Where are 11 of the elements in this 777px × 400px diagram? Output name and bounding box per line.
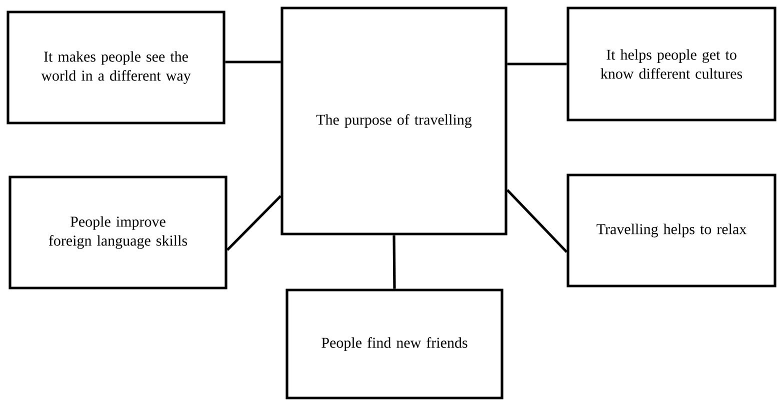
idea-box: People improve foreign language skills xyxy=(8,176,228,290)
topic-box: The purpose of travelling xyxy=(280,6,508,236)
connector-line xyxy=(225,60,281,64)
connector-line xyxy=(226,195,282,251)
idea-box: It helps people get to know different cultures xyxy=(566,6,776,122)
idea-box: It makes people see the world in a different way xyxy=(6,10,226,124)
idea-box: Travelling helps to relax xyxy=(566,174,776,288)
connector-line xyxy=(506,189,568,253)
idea-box: People find new friends xyxy=(286,288,504,400)
connector-line xyxy=(507,62,567,66)
connector-line xyxy=(392,235,396,289)
